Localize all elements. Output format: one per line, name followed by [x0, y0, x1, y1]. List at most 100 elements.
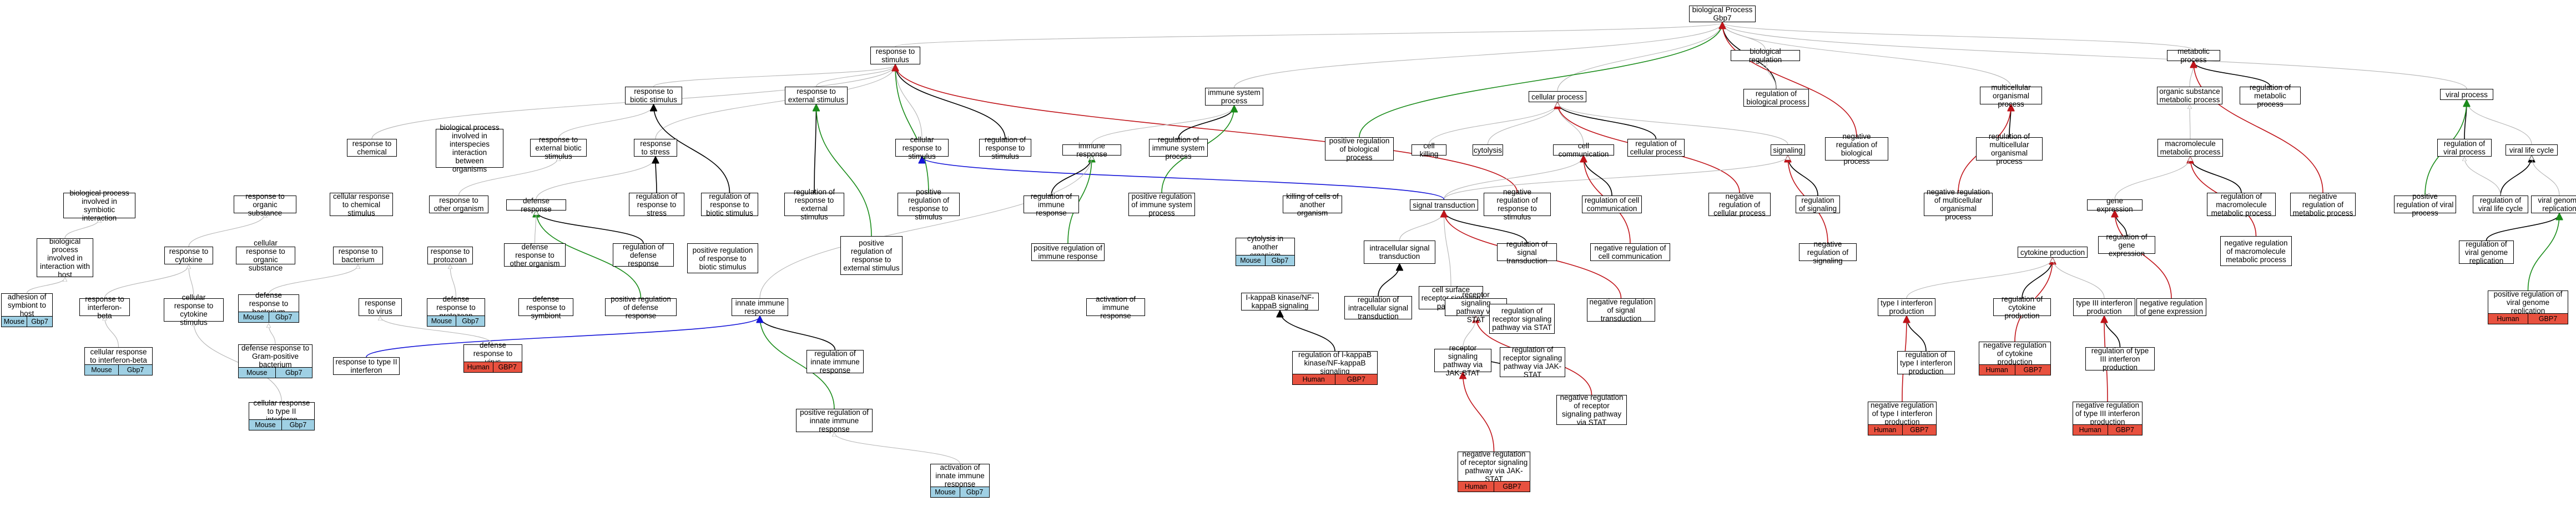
go-term-cellrifng[interactable]: cellular response to type II interferon: [249, 399, 315, 424]
go-term-defbact[interactable]: defense response to bacterium: [238, 291, 299, 316]
go-term-cellkill[interactable]: cell killing: [1411, 142, 1446, 158]
go-term-cytolysisother[interactable]: cytolysis in another organism: [1236, 234, 1295, 259]
go-term-defvirus[interactable]: defense response to virus: [463, 341, 522, 366]
go-term-regrstress[interactable]: regulation of response to stress: [629, 192, 684, 217]
go-term-cellrchem[interactable]: cellular response to chemical stimulus: [330, 192, 393, 217]
go-term-cytokineprod[interactable]: cytokine production: [2018, 247, 2088, 258]
go-term-negregbp[interactable]: negative regulation of biological proces…: [1825, 132, 1888, 166]
go-term-regmet[interactable]: regulation of metabolic process: [2240, 83, 2301, 108]
go-term-posregrstim[interactable]: positive regulation of response to stimu…: [898, 188, 960, 221]
go-term-sigtrans[interactable]: signal transduction: [1410, 199, 1478, 211]
go-term-negregjakstat[interactable]: negative regulation of receptor signalin…: [1458, 450, 1530, 483]
go-term-posregviral[interactable]: positive regulation of viral process: [2394, 192, 2456, 217]
go-term-regcytokineprod[interactable]: regulation of cytokine production: [1993, 295, 2051, 320]
go-term-cellcomm[interactable]: cell communication: [1553, 142, 1614, 158]
go-term-killother[interactable]: killing of cells of another organism: [1283, 192, 1342, 217]
go-term-t1ifnprod[interactable]: type I interferon production: [1878, 298, 1935, 316]
go-term-metproc[interactable]: metabolic process: [2167, 47, 2220, 64]
go-term-defother[interactable]: defense response to other organism: [504, 243, 566, 268]
go-term-regviral[interactable]: regulation of viral process: [2437, 139, 2492, 157]
go-term-regt3ifn[interactable]: regulation of type III interferon produc…: [2085, 347, 2155, 372]
go-term-negregt3ifn[interactable]: negative regulation of type III interfer…: [2073, 401, 2143, 426]
go-term-negregrstim[interactable]: negative regulation of response to stimu…: [1484, 188, 1551, 221]
go-term-negregcellproc[interactable]: negative regulation of cellular process: [1708, 192, 1771, 217]
go-term-immresp[interactable]: immune response: [1062, 142, 1121, 158]
go-term-rbacterium[interactable]: response to bacterium: [333, 247, 383, 264]
go-term-regcellcomm[interactable]: regulation of cell communication: [1582, 196, 1642, 213]
go-term-rprotozoan[interactable]: response to protozoan: [427, 247, 473, 264]
go-term-negreggeneexp[interactable]: negative regulation of gene expression: [2136, 298, 2206, 316]
go-term-posregbp[interactable]: positive regulation of biological proces…: [1325, 137, 1394, 162]
go-term-innate[interactable]: innate immune response: [732, 298, 788, 316]
go-term-rotherorg[interactable]: response to other organism: [429, 196, 488, 213]
go-term-regintrasig[interactable]: regulation of intracellular signal trans…: [1344, 295, 1412, 320]
go-term-regreceptorstat[interactable]: regulation of receptor signaling pathway…: [1489, 304, 1555, 334]
go-term-rext[interactable]: response to external stimulus: [785, 87, 848, 104]
go-term-rextbiotic[interactable]: response to external biotic stimulus: [530, 136, 587, 161]
go-term-cellrcytokine[interactable]: cellular response to cytokine stimulus: [164, 293, 224, 327]
go-term-regviralcycle[interactable]: regulation of viral life cycle: [2473, 196, 2528, 213]
go-term-defsymbiont[interactable]: defense response to symbiont: [518, 295, 573, 320]
go-term-signaling[interactable]: signaling: [1771, 144, 1805, 156]
go-term-viralproc[interactable]: viral process: [2440, 89, 2493, 100]
go-term-regmultorg[interactable]: regulation of multicellular organismal p…: [1976, 132, 2043, 166]
go-term-posreginnate[interactable]: positive regulation of innate immune res…: [796, 408, 873, 433]
go-term-regmacromet[interactable]: regulation of macromolecule metabolic pr…: [2207, 192, 2276, 217]
go-term-ikappab[interactable]: I-kappaB kinase/NF-kappaB signaling: [1241, 293, 1319, 310]
go-term-actinnate[interactable]: activation of innate immune response: [930, 463, 990, 488]
go-term-regdefresp[interactable]: regulation of defense response: [613, 243, 674, 268]
go-term-geneexp[interactable]: gene expression: [2087, 197, 2143, 213]
go-term-negregmultorg[interactable]: negative regulation of multicellular org…: [1924, 188, 1993, 221]
go-term-defprotozoan[interactable]: defense response to protozoan: [427, 295, 485, 320]
go-term-intrasig[interactable]: intracellular signal transduction: [1364, 241, 1435, 264]
go-term-negregcellcomm[interactable]: negative regulation of cell communicatio…: [1590, 243, 1670, 261]
go-term-rstim[interactable]: response to stimulus: [870, 47, 920, 64]
go-term-actimm[interactable]: activation of immune response: [1086, 295, 1145, 320]
go-term-symbiotichost[interactable]: biological process involved in interacti…: [37, 237, 93, 279]
go-term-negregmacromet[interactable]: negative regulation of macromolecule met…: [2220, 236, 2292, 266]
go-term-macromet[interactable]: macromolecule metabolic process: [2157, 139, 2223, 157]
go-term-regt1ifn[interactable]: regulation of type I interferon producti…: [1897, 350, 1955, 375]
go-term-bioreg[interactable]: biological regulation: [1731, 47, 1800, 64]
go-term-symbiotic[interactable]: biological process involved in symbiotic…: [63, 189, 135, 222]
go-term-virallife[interactable]: viral life cycle: [2506, 144, 2558, 156]
go-term-cellrorgsub[interactable]: cellular response to organic substance: [236, 239, 295, 272]
go-term-regrext[interactable]: regulation of response to external stimu…: [784, 188, 844, 221]
go-term-regikappab[interactable]: regulation of I-kappaB kinase/NF-kappaB …: [1292, 350, 1378, 375]
go-term-cellproc[interactable]: cellular process: [1529, 91, 1586, 102]
go-term-regjakstat[interactable]: regulation of receptor signaling pathway…: [1500, 345, 1565, 379]
go-term-posregdef[interactable]: positive regulation of defense response: [605, 295, 677, 320]
go-term-rifng[interactable]: response to type II interferon: [333, 357, 400, 375]
go-term-rstress[interactable]: response to stress: [634, 139, 677, 157]
go-term-jakstat[interactable]: receptor signaling pathway via JAK-STAT: [1434, 344, 1491, 377]
go-term-reginnate[interactable]: regulation of innate immune response: [806, 349, 864, 374]
go-term-rvirus[interactable]: response to virus: [359, 298, 402, 316]
go-term-t3ifnprod[interactable]: type III interferon production: [2073, 298, 2135, 316]
go-term-defgrampos[interactable]: defense response to Gram-positive bacter…: [238, 344, 312, 369]
go-term-interspecies[interactable]: biological process involved in interspec…: [436, 123, 503, 173]
go-term-rifnb[interactable]: response to interferon-beta: [79, 295, 130, 320]
go-term-negregmet[interactable]: negative regulation of metabolic process: [2290, 192, 2356, 217]
go-term-adhesion[interactable]: adhesion of symbiont to host: [1, 293, 53, 318]
go-term-regsignaling[interactable]: regulation of signaling: [1796, 196, 1840, 213]
go-term-reggeneexp[interactable]: regulation of gene expression: [2098, 233, 2155, 258]
go-term-viralgenomerep[interactable]: viral genome replication: [2531, 196, 2576, 213]
go-term-regimmsys[interactable]: regulation of immune system process: [1149, 136, 1208, 161]
go-term-posregviralgenome[interactable]: positive regulation of viral genome repl…: [2488, 290, 2568, 315]
go-term-bp[interactable]: biological Process Gbp7: [1689, 6, 1756, 22]
go-term-cellrifnb[interactable]: cellular response to interferon-beta: [84, 347, 153, 365]
go-term-posregimmsys[interactable]: positive regulation of immune system pro…: [1128, 192, 1195, 217]
go-term-regcellproc[interactable]: regulation of cellular process: [1627, 139, 1685, 157]
go-term-rchem[interactable]: response to chemical: [347, 139, 397, 157]
go-term-negregsigtrans[interactable]: negative regulation of signal transducti…: [1587, 298, 1655, 323]
go-term-negregsignaling[interactable]: negative regulation of signaling: [1799, 240, 1857, 265]
go-term-negregcytokineprod[interactable]: negative regulation of cytokine producti…: [1979, 341, 2051, 366]
go-term-orgsubmet[interactable]: organic substance metabolic process: [2157, 87, 2222, 104]
go-term-regbp[interactable]: regulation of biological process: [1743, 89, 1809, 107]
go-term-regsigtrans[interactable]: regulation of signal transduction: [1497, 240, 1557, 265]
go-term-immsys[interactable]: immune system process: [1205, 88, 1263, 106]
go-term-posregrbiotic[interactable]: positive regulation of response to bioti…: [687, 243, 758, 273]
go-term-negregreceptorstat[interactable]: negative regulation of receptor signalin…: [1556, 393, 1627, 427]
go-term-rbiotic[interactable]: response to biotic stimulus: [625, 87, 682, 104]
go-term-rcytokine[interactable]: response to cytokine: [164, 247, 213, 264]
